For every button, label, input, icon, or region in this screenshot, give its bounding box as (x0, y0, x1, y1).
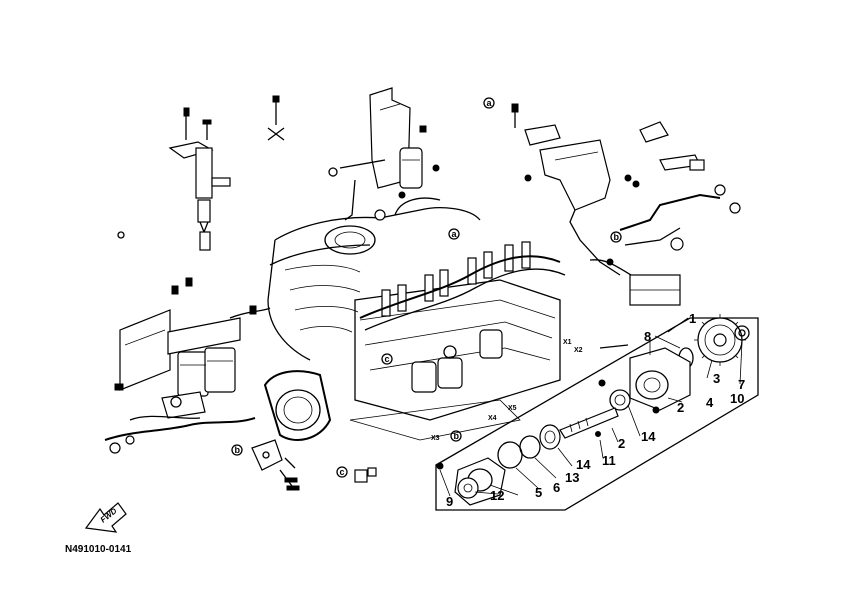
mark-b-bottom: b (235, 445, 241, 455)
pipe-label-x1: X1 (563, 339, 572, 346)
small-clip-c (354, 467, 377, 483)
callout-9: 9 (446, 494, 453, 509)
pipe-labels: X1 X2 X3 X4 X5 (431, 339, 583, 442)
mark-c-bottom: c (340, 467, 345, 477)
drive-gear (694, 314, 746, 366)
fuel-filter-assembly-left (104, 277, 271, 454)
callout-11: 11 (602, 453, 616, 468)
fwd-arrow-icon: FWD (84, 502, 127, 533)
callout-1: 1 (689, 311, 696, 326)
mark-c-block: c (385, 354, 390, 364)
block-fuel-filters (411, 329, 503, 393)
callout-10: 10 (730, 391, 744, 406)
callout-12: 12 (490, 488, 504, 503)
reference-code: N491010-0141 (65, 544, 132, 555)
engine-block (263, 197, 566, 441)
pipe-label-x3: X3 (431, 435, 440, 442)
callout-3: 3 (713, 371, 720, 386)
pump-drive-inset (435, 314, 759, 511)
mark-a-top: a (487, 98, 493, 108)
callout-7: 7 (738, 377, 745, 392)
pipe-label-x5: X5 (508, 405, 517, 412)
callout-14-upper: 14 (641, 429, 656, 444)
callout-5: 5 (535, 485, 542, 500)
pipe-label-x4: X4 (488, 415, 497, 422)
callout-2: 2 (677, 400, 684, 415)
callout-8: 8 (644, 329, 651, 344)
injector-row (381, 241, 531, 317)
callout-6: 6 (553, 480, 560, 495)
filter-bracket-top (328, 87, 440, 221)
callout-14-lower: 14 (576, 457, 591, 472)
injector-assembly-left (117, 95, 285, 251)
mark-b-right: b (614, 232, 620, 242)
bracket-pipes-top-right (511, 103, 741, 306)
mark-a-block: a (452, 229, 458, 239)
pipe-label-x2: X2 (574, 347, 583, 354)
callout-numbers: 1 2 3 4 5 6 7 8 9 10 11 12 13 14 14 2 (446, 311, 745, 509)
callout-13: 13 (565, 470, 579, 485)
callout-4: 4 (706, 395, 714, 410)
callout-2-lower: 2 (618, 436, 625, 451)
small-bracket-b (251, 439, 300, 491)
mark-b-block: b (454, 431, 460, 441)
circled-marks: a a b c b b c (231, 97, 622, 478)
